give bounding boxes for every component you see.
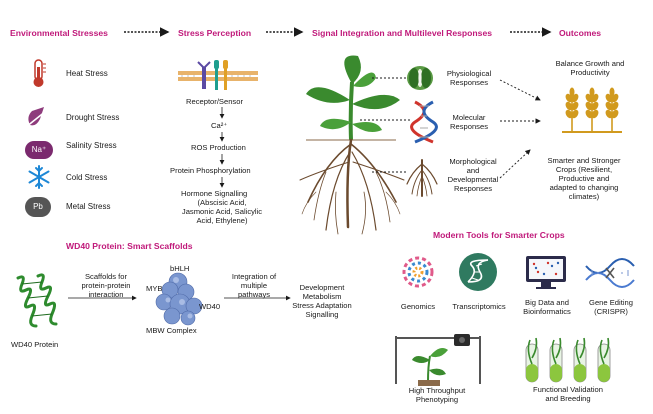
hormone-line-2: Jasmonic Acid, Salicylic	[181, 207, 263, 216]
integration-text: Integration of multiple pathways	[224, 272, 284, 299]
stress-perception-header: Stress Perception	[178, 28, 252, 38]
mbw-label-myb: MYB	[146, 284, 163, 293]
bigdata-line-1: Big Data and	[525, 298, 569, 307]
perception-arrows	[219, 107, 225, 188]
tool-label-genomics: Genomics	[386, 302, 450, 311]
functional-line-2: and Breeding	[545, 394, 591, 403]
molecular-line-1: Molecular	[452, 113, 486, 122]
monitor-icon	[526, 256, 566, 289]
molecular-responses-label: Molecular Responses	[438, 113, 500, 131]
dna-helix-icon	[459, 253, 497, 291]
tool-label-transcriptomics: Transcriptomics	[444, 302, 514, 311]
morphological-line-2: and	[466, 166, 480, 175]
scaffold-line-2: protein-protein	[81, 281, 131, 290]
lead-symbol: Pb	[33, 202, 43, 211]
scaffold-line-3: interaction	[88, 290, 124, 299]
integration-line-3: pathways	[237, 290, 271, 299]
molecular-line-2: Responses	[450, 122, 488, 131]
morphological-line-3: Developmental	[447, 175, 499, 184]
role-signalling: Signalling	[305, 310, 339, 319]
functional-line-1: Functional Validation	[533, 385, 603, 394]
thermometer-icon	[33, 59, 46, 87]
environmental-stresses-header: Environmental Stresses	[10, 28, 108, 38]
sodium-symbol: Na⁺	[31, 145, 47, 154]
perception-step-phosphorylation: Protein Phosphorylation	[170, 166, 251, 175]
smarter-line-4: adapted to changing	[549, 183, 619, 192]
tool-label-functional-validation: Functional Validation and Breeding	[520, 385, 616, 403]
integration-line-2: multiple	[240, 281, 268, 290]
phenotyping-line-2: Phenotyping	[415, 395, 459, 404]
role-stress-adaptation: Stress Adaptation	[292, 301, 352, 310]
stress-label-cold: Cold Stress	[66, 173, 108, 182]
signal-integration-header: Signal Integration and Multilevel Respon…	[312, 28, 493, 38]
physiological-responses-label: Physiological Responses	[438, 69, 500, 87]
smarter-line-5: climates)	[568, 192, 600, 201]
physiological-line-2: Responses	[450, 78, 488, 87]
role-metabolism: Metabolism	[302, 292, 342, 301]
balance-line-2: Productivity	[570, 68, 610, 77]
morphological-line-1: Morphological	[449, 157, 497, 166]
integration-line-1: Integration of	[231, 272, 277, 281]
hormone-line-3: Acid, Ethylene)	[196, 216, 248, 225]
test-tubes-icon	[525, 337, 611, 383]
stomata-icon	[407, 66, 433, 90]
smarter-line-3: Productive and	[558, 174, 610, 183]
drought-drop-icon	[25, 107, 47, 128]
mbw-label-bhlh: bHLH	[170, 264, 190, 273]
plant-icon	[299, 55, 405, 235]
mbw-label-wd40: WD40	[199, 302, 221, 311]
genomics-line-1: Genomics	[400, 302, 436, 311]
tool-label-bigdata: Big Data and Bioinformatics	[512, 298, 582, 316]
scaffold-line-1: Scaffolds for	[84, 272, 128, 281]
perception-step-calcium: Ca²⁺	[211, 121, 228, 130]
receptor-membrane-icon	[178, 60, 258, 90]
stress-label-metal: Metal Stress	[66, 202, 111, 211]
dna-icon	[410, 100, 438, 144]
sodium-icon: Na⁺	[25, 141, 53, 159]
tool-label-crispr: Gene Editing (CRISPR)	[578, 298, 644, 316]
lead-icon: Pb	[25, 197, 51, 217]
outcome-balance-label: Balance Growth and Productivity	[540, 59, 640, 77]
smarter-line-1: Smarter and Stronger	[547, 156, 621, 165]
physiological-line-1: Physiological	[446, 69, 492, 78]
outcome-smarter-crops-label: Smarter and Stronger Crops (Resilient, P…	[528, 156, 640, 201]
wd40-protein-icon	[16, 273, 58, 328]
morphological-line-4: Responses	[454, 184, 492, 193]
modern-tools-header: Modern Tools for Smarter Crops	[433, 230, 565, 240]
perception-step-hormone: Hormone Signalling	[181, 189, 248, 198]
balance-line-1: Balance Growth and	[555, 59, 625, 68]
role-development: Development	[299, 283, 345, 292]
morphological-responses-label: Morphological and Developmental Response…	[440, 157, 506, 193]
phenotyping-icon	[395, 334, 481, 386]
crispr-line-1: Gene Editing	[589, 298, 633, 307]
stress-label-heat: Heat Stress	[66, 69, 108, 78]
transcriptomics-line-1: Transcriptomics	[452, 302, 506, 311]
tool-label-phenotyping: High Throughput Phenotyping	[400, 386, 474, 404]
perception-step-ros: ROS Production	[191, 143, 246, 152]
crispr-line-2: (CRISPR)	[594, 307, 628, 316]
wd40-roles: Development Metabolism Stress Adaptation…	[282, 283, 362, 319]
mbw-complex-icon	[155, 272, 203, 326]
wd40-scaffold-text: Scaffolds for protein-protein interactio…	[76, 272, 136, 299]
snowflake-icon	[28, 165, 50, 189]
crispr-icon	[585, 258, 635, 288]
bigdata-line-2: Bioinformatics	[523, 307, 571, 316]
smarter-line-2: Crops (Resilient,	[555, 165, 613, 174]
perception-hormone-list: (Abscisic Acid, Jasmonic Acid, Salicylic…	[162, 198, 282, 225]
root-system-icon	[406, 159, 438, 197]
stress-label-salinity: Salinity Stress	[66, 141, 117, 150]
wd40-header: WD40 Protein: Smart Scaffolds	[66, 241, 193, 251]
wd40-protein-label: WD40 Protein	[11, 340, 59, 349]
stress-label-drought: Drought Stress	[66, 113, 120, 122]
genomics-icon	[402, 256, 434, 288]
phenotyping-line-1: High Throughput	[408, 386, 466, 395]
hormone-line-1: (Abscisic Acid,	[197, 198, 247, 207]
wheat-crops-icon	[562, 87, 622, 133]
mbw-complex-label: MBW Complex	[146, 326, 197, 335]
perception-step-receptor: Receptor/Sensor	[186, 97, 243, 106]
outcomes-header: Outcomes	[559, 28, 602, 38]
